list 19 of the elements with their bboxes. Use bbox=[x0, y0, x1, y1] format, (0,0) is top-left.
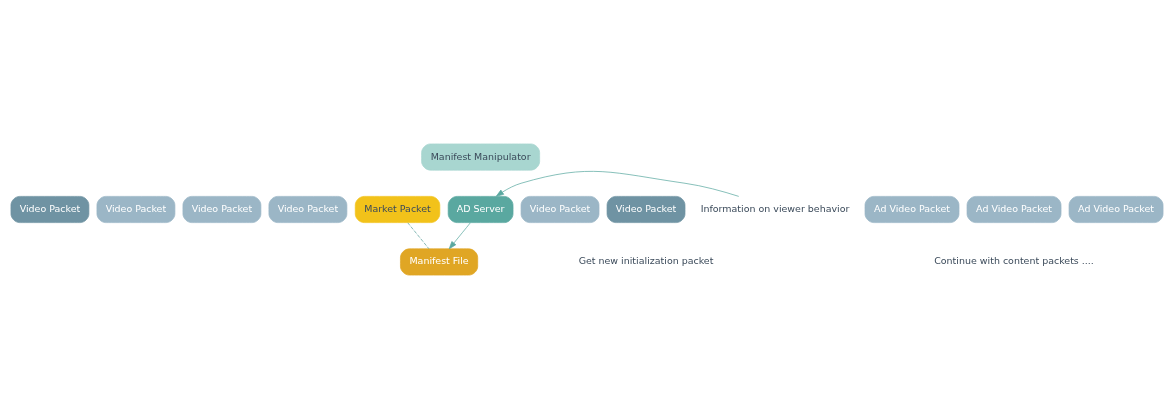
arrow bbox=[448, 221, 471, 249]
connector bbox=[407, 221, 430, 249]
node-box: Manifest File bbox=[400, 248, 479, 275]
node-box: Market Packet bbox=[354, 195, 441, 223]
node-box: Video Packet bbox=[520, 195, 600, 223]
node-box: Ad Video Packet bbox=[864, 195, 960, 223]
node-text: Information on viewer behavior bbox=[700, 202, 850, 214]
node-box: Video Packet bbox=[10, 195, 90, 223]
node-box: Ad Video Packet bbox=[966, 195, 1062, 223]
arrow bbox=[495, 170, 740, 197]
label: Continue with content packets .... bbox=[934, 254, 1094, 266]
node-box: Ad Video Packet bbox=[1068, 195, 1164, 223]
node-box: AD Server bbox=[447, 195, 514, 223]
node-box: Video Packet bbox=[268, 195, 348, 223]
node-box: Manifest Manipulator bbox=[421, 143, 540, 170]
node-box: Video Packet bbox=[96, 195, 176, 223]
node-box: Video Packet bbox=[606, 195, 686, 223]
node-label: Get new initialization packet bbox=[578, 254, 714, 266]
node-box: Video Packet bbox=[182, 195, 262, 223]
